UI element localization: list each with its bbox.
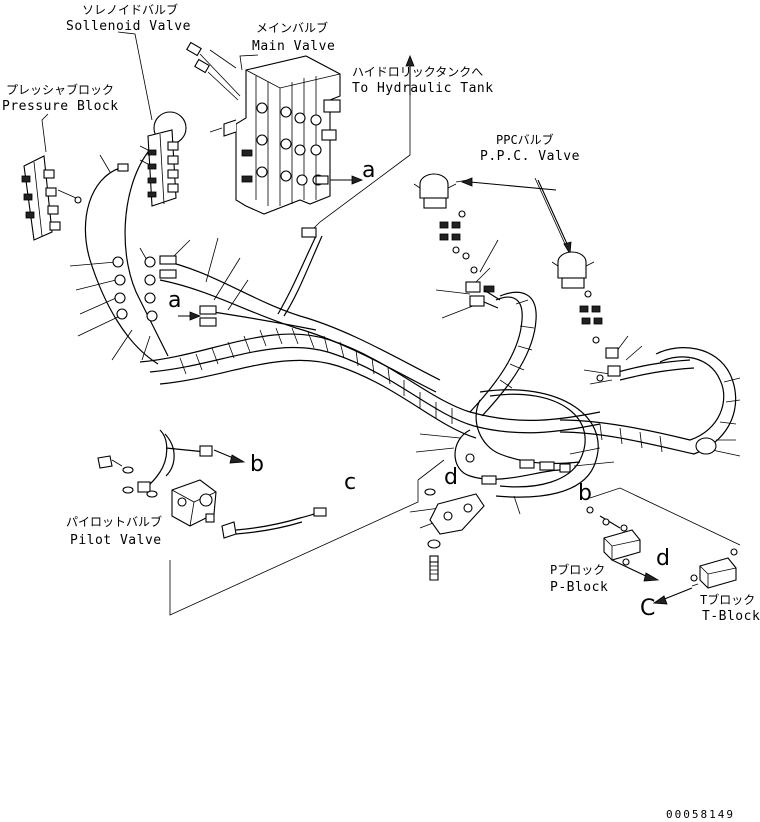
pressure-block-hose-fittings	[112, 163, 317, 327]
solenoid-valve-label: ソレノイドバルブ Sollenoid Valve	[66, 2, 191, 34]
svg-text:Pブロック: Pブロック	[550, 562, 605, 577]
svg-text:T-Block: T-Block	[702, 609, 760, 624]
pressure-block	[21, 155, 82, 241]
main-valve-fittings	[241, 99, 341, 186]
ref-d-lower: d	[656, 546, 670, 571]
svg-text:PPCバルブ: PPCバルブ	[496, 132, 554, 147]
t-block	[690, 548, 738, 589]
ref-c-tblock: C	[640, 596, 655, 621]
svg-text:Pilot Valve: Pilot Valve	[70, 533, 162, 548]
spiral-wrap-marks	[179, 327, 453, 424]
ref-b-pilot: b	[250, 452, 264, 477]
hydraulic-tank-label: ハイドロリックタンクへ To Hydraulic Tank	[352, 65, 494, 96]
ppc-valve-left	[413, 173, 501, 309]
svg-text:メインバルブ: メインバルブ	[256, 20, 328, 35]
ref-a-hose: a	[168, 288, 181, 313]
p-block	[586, 506, 641, 566]
svg-text:ソレノイドバルブ: ソレノイドバルブ	[82, 2, 178, 17]
drawing-code: 00058149	[666, 808, 735, 821]
pressure-block-label: プレッシャブロック Pressure Block	[2, 82, 119, 114]
svg-text:パイロットバルブ: パイロットバルブ	[66, 514, 162, 529]
ref-c-pilot: c	[344, 470, 356, 495]
ref-a-main: a	[362, 158, 375, 183]
svg-text:P.P.C. Valve: P.P.C. Valve	[480, 149, 580, 164]
mounting-bracket	[424, 453, 571, 581]
p-block-label: Pブロック P-Block	[550, 562, 608, 595]
svg-text:To Hydraulic Tank: To Hydraulic Tank	[352, 81, 494, 96]
main-valve-label: メインバルブ Main Valve	[252, 20, 335, 54]
pilot-valve-label: パイロットバルブ Pilot Valve	[66, 514, 162, 548]
ref-d-upper: d	[444, 465, 458, 490]
svg-text:ハイドロリックタンクへ: ハイドロリックタンクへ	[352, 65, 483, 79]
svg-text:Pressure Block: Pressure Block	[2, 99, 119, 114]
arrows	[178, 54, 693, 605]
svg-text:Sollenoid Valve: Sollenoid Valve	[66, 19, 191, 34]
ppc-valve-right	[551, 251, 621, 382]
svg-text:Main Valve: Main Valve	[252, 39, 335, 54]
svg-text:P-Block: P-Block	[550, 580, 608, 595]
ppc-valve-label: PPCバルブ P.P.C. Valve	[480, 132, 580, 164]
ref-b-block: b	[578, 481, 592, 506]
t-block-label: Tブロック T-Block	[700, 592, 760, 624]
solenoid-valve	[139, 111, 187, 207]
pilot-valve	[97, 429, 327, 539]
svg-text:プレッシャブロック: プレッシャブロック	[6, 82, 114, 97]
svg-text:Tブロック: Tブロック	[700, 592, 755, 607]
hose-harness	[84, 151, 741, 498]
main-valve	[186, 41, 341, 215]
